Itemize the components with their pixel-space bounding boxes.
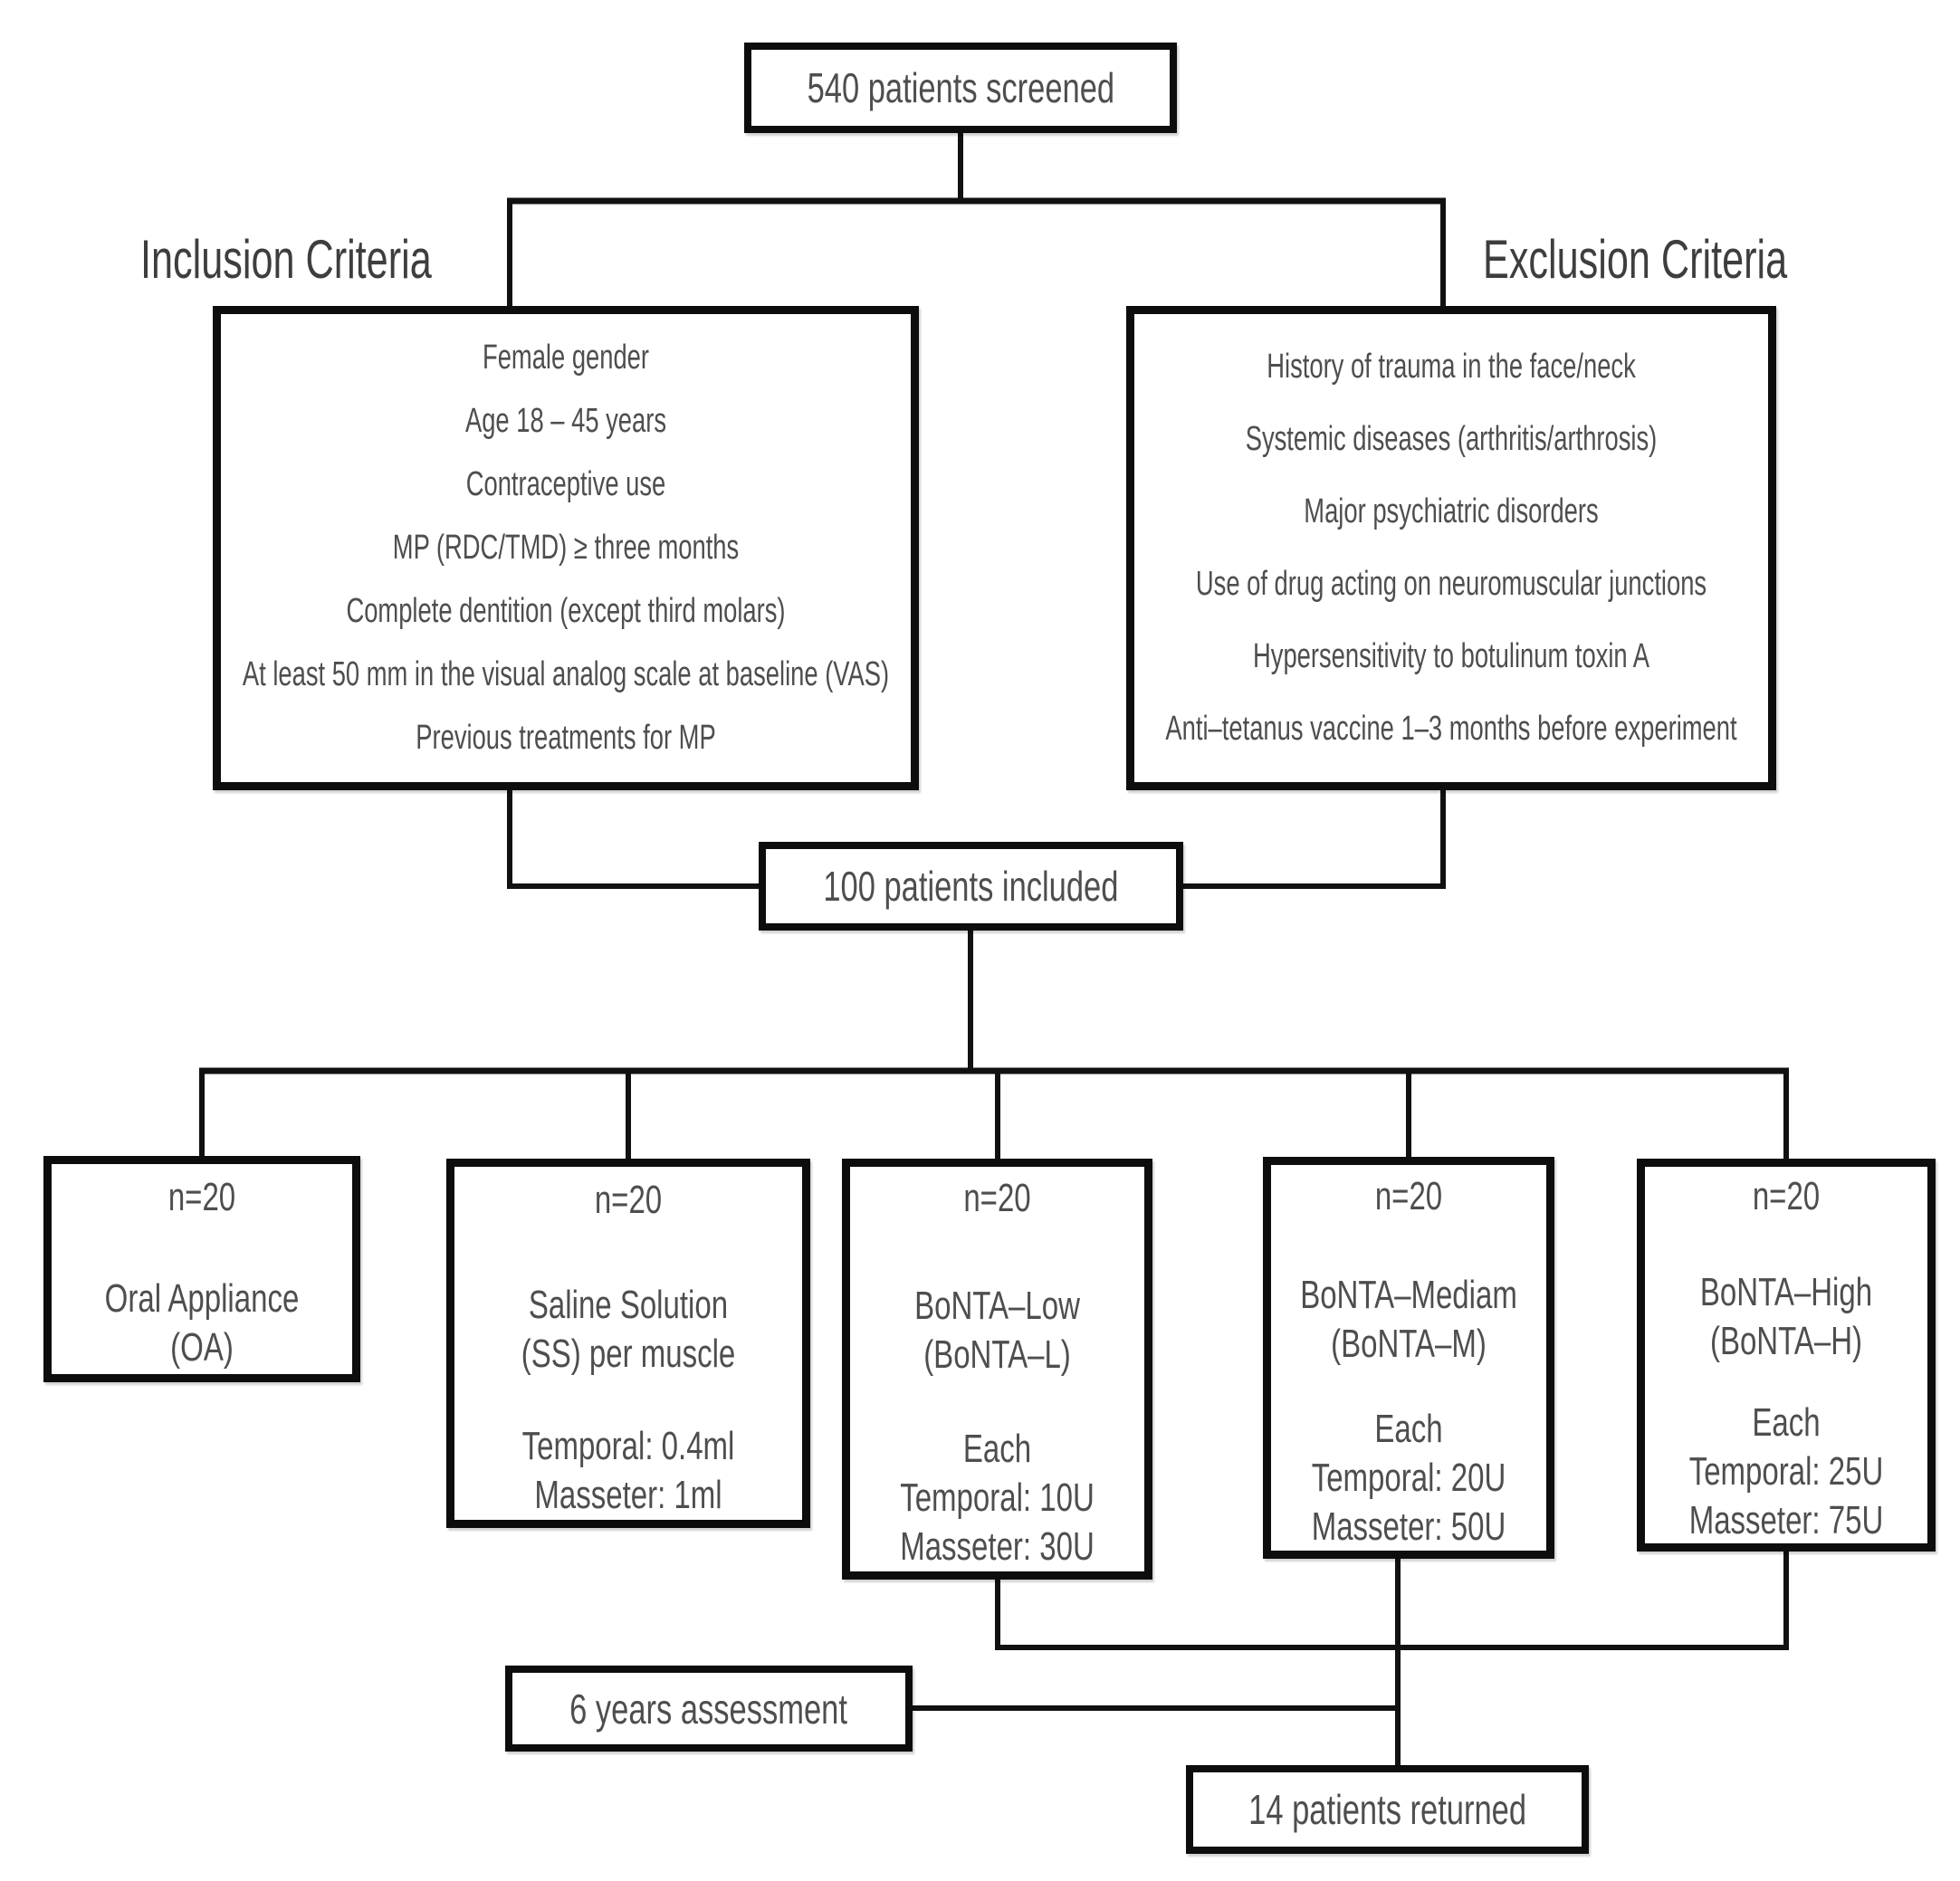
assessment-node: 6 years assessment: [505, 1666, 913, 1752]
group-dose-masseter: Masseter: 50U: [1311, 1504, 1506, 1549]
group-name: BoNTA–Mediam: [1300, 1273, 1517, 1317]
inclusion-item: MP (RDC/TMD) ≥ three months: [392, 529, 740, 567]
group-oral-appliance: n=20 Oral Appliance (OA): [43, 1156, 360, 1382]
group-n: n=20: [594, 1178, 663, 1222]
exclusion-item: Major psychiatric disorders: [1304, 492, 1599, 530]
group-bonta-medium: n=20 BoNTA–Mediam (BoNTA–M) Each Tempora…: [1263, 1157, 1554, 1559]
group-name: BoNTA–Low: [914, 1284, 1080, 1328]
group-content: n=20 BoNTA–High (BoNTA–H) Each Temporal:…: [1680, 1167, 1892, 1543]
exclusion-item: Systemic diseases (arthritis/arthrosis): [1245, 420, 1658, 458]
group-dose-masseter: Masseter: 75U: [1688, 1498, 1884, 1542]
group-dose-masseter: Masseter: 30U: [900, 1524, 1095, 1569]
returned-node: 14 patients returned: [1186, 1765, 1589, 1854]
group-n: n=20: [1752, 1174, 1821, 1218]
group-name: Saline Solution: [528, 1283, 729, 1327]
group-name: Oral Appliance: [104, 1276, 300, 1321]
group-content: n=20 BoNTA–Low (BoNTA–L) Each Temporal: …: [887, 1167, 1108, 1571]
group-content: n=20 Oral Appliance (OA): [90, 1164, 315, 1374]
inclusion-item: Previous treatments for MP: [416, 719, 716, 757]
group-abbrev: (BoNTA–M): [1331, 1322, 1487, 1366]
group-n: n=20: [1374, 1174, 1443, 1218]
group-each-label: Each: [1374, 1407, 1443, 1451]
exclusion-item: Use of drug acting on neuromuscular junc…: [1195, 565, 1707, 603]
screened-label: 540 patients screened: [807, 64, 1114, 111]
inclusion-item: Age 18 – 45 years: [464, 402, 667, 440]
inclusion-item: Female gender: [482, 339, 650, 377]
group-each-label: Each: [1752, 1400, 1821, 1445]
group-content: n=20 BoNTA–Mediam (BoNTA–M) Each Tempora…: [1300, 1165, 1517, 1551]
group-content: n=20 Saline Solution (SS) per muscle Tem…: [498, 1167, 759, 1520]
exclusion-item: Anti–tetanus vaccine 1–3 months before e…: [1165, 710, 1737, 748]
group-dose-temporal: Temporal: 10U: [900, 1475, 1095, 1520]
group-dose-masseter: Masseter: 1ml: [534, 1473, 722, 1517]
group-dose-temporal: Temporal: 25U: [1688, 1449, 1884, 1494]
included-node: 100 patients included: [759, 842, 1183, 931]
group-abbrev: (SS) per muscle: [521, 1332, 736, 1376]
group-n: n=20: [963, 1176, 1031, 1220]
screened-node: 540 patients screened: [744, 43, 1177, 133]
group-dose-temporal: Temporal: 0.4ml: [521, 1424, 735, 1468]
group-abbrev: (OA): [170, 1325, 234, 1370]
returned-label: 14 patients returned: [1248, 1786, 1526, 1833]
group-each-label: Each: [962, 1427, 1032, 1471]
group-abbrev: (BoNTA–L): [923, 1332, 1071, 1377]
exclusion-criteria-list: History of trauma in the face/neck Syste…: [1165, 314, 1736, 782]
group-saline-solution: n=20 Saline Solution (SS) per muscle Tem…: [446, 1159, 810, 1528]
exclusion-item: History of trauma in the face/neck: [1267, 348, 1636, 386]
group-bonta-low: n=20 BoNTA–Low (BoNTA–L) Each Temporal: …: [842, 1159, 1152, 1580]
inclusion-item: At least 50 mm in the visual analog scal…: [242, 655, 890, 693]
assessment-label: 6 years assessment: [569, 1685, 848, 1733]
group-dose-temporal: Temporal: 20U: [1311, 1456, 1506, 1500]
exclusion-criteria-heading: Exclusion Criteria: [1483, 229, 1788, 290]
group-n: n=20: [167, 1175, 236, 1219]
inclusion-criteria-heading: Inclusion Criteria: [140, 229, 432, 290]
inclusion-criteria-box: Female gender Age 18 – 45 years Contrace…: [213, 306, 919, 790]
included-label: 100 patients included: [823, 863, 1119, 910]
group-abbrev: (BoNTA–H): [1709, 1319, 1863, 1363]
inclusion-criteria-list: Female gender Age 18 – 45 years Contrace…: [243, 314, 889, 782]
group-bonta-high: n=20 BoNTA–High (BoNTA–H) Each Temporal:…: [1637, 1159, 1936, 1552]
exclusion-criteria-box: History of trauma in the face/neck Syste…: [1126, 306, 1776, 790]
inclusion-item: Contraceptive use: [465, 465, 666, 503]
inclusion-item: Complete dentition (except third molars): [346, 592, 786, 630]
group-name: BoNTA–High: [1699, 1270, 1873, 1314]
exclusion-item: Hypersensitivity to botulinum toxin A: [1253, 637, 1649, 675]
